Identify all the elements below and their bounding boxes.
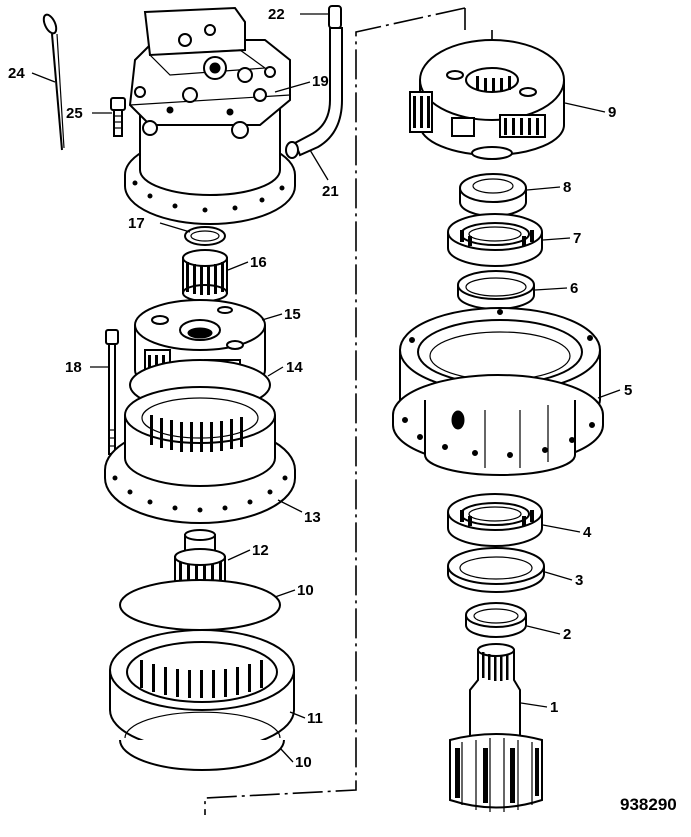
o-ring-17-part <box>184 226 226 246</box>
callout-1: 1 <box>550 699 558 716</box>
swing-motor-part <box>124 6 296 225</box>
sun-gear-16-part <box>182 249 228 302</box>
callout-14: 14 <box>286 359 303 376</box>
dipstick-part <box>42 13 65 151</box>
callout-24: 24 <box>8 65 25 82</box>
callout-6: 6 <box>570 280 578 297</box>
callout-3: 3 <box>575 572 583 589</box>
planet-carrier-9-part <box>409 39 565 160</box>
callout-4: 4 <box>583 524 592 541</box>
race-6-part <box>457 270 535 310</box>
callout-15: 15 <box>284 306 301 323</box>
ring-gear-11-part <box>109 629 295 751</box>
callout-5: 5 <box>624 382 632 399</box>
callout-25: 25 <box>66 105 83 122</box>
bearing-4-part <box>447 493 543 547</box>
callout-10-lower: 10 <box>295 754 312 771</box>
callout-7: 7 <box>573 230 581 247</box>
callout-16: 16 <box>250 254 267 271</box>
seal-8-part <box>459 173 527 217</box>
callout-22: 22 <box>268 6 285 23</box>
bolt-18-part <box>105 329 119 455</box>
housing-5-part <box>392 307 604 476</box>
callout-21: 21 <box>322 183 339 200</box>
callout-8: 8 <box>563 179 571 196</box>
callout-13: 13 <box>304 509 321 526</box>
hose-tube-part <box>285 5 343 159</box>
seal-3-part <box>447 547 545 593</box>
ring-gear-housing-13-part <box>104 386 296 524</box>
callout-19: 19 <box>312 73 329 90</box>
drawing-reference-number: 938290 <box>620 795 677 814</box>
race-2-part <box>465 602 527 638</box>
ring-10-lower-part <box>119 711 285 771</box>
output-shaft-1-part <box>449 643 543 812</box>
callout-10-upper: 10 <box>297 582 314 599</box>
callout-12: 12 <box>252 542 269 559</box>
callout-labels: 24 25 19 22 21 17 16 15 18 14 13 12 10 1… <box>8 6 677 814</box>
ring-10-upper-part <box>119 579 281 631</box>
callout-2: 2 <box>563 626 571 643</box>
callout-11: 11 <box>307 710 323 727</box>
callout-17: 17 <box>128 215 145 232</box>
bearing-7-part <box>447 213 543 267</box>
leader-lines <box>31 13 621 763</box>
callout-9: 9 <box>608 104 616 121</box>
callout-18: 18 <box>65 359 82 376</box>
bolt-25-part <box>110 97 126 137</box>
